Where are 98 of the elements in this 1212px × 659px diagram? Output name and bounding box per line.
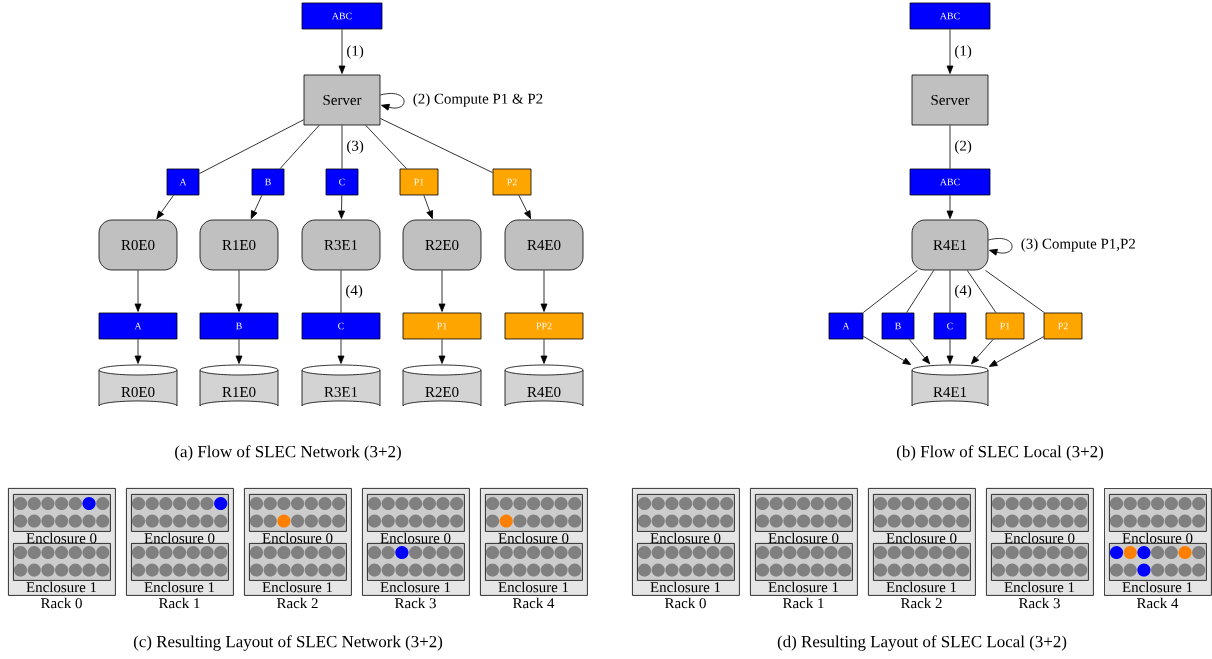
- data-block: C: [325, 168, 359, 196]
- rounded-box: R4E1: [911, 219, 989, 271]
- arrow: [380, 93, 405, 111]
- arrow: [540, 270, 548, 312]
- subfigure-caption: (b) Flow of SLEC Local (3+2): [896, 445, 1104, 461]
- data-block: A: [828, 312, 864, 340]
- data-block: A: [166, 168, 200, 196]
- arrow: [338, 195, 345, 219]
- arrow: [338, 29, 346, 74]
- server-box: Server: [303, 74, 381, 126]
- enclosure-label: Enclosure 1: [26, 581, 97, 593]
- enclosure-label: Enclosure 1: [262, 581, 333, 593]
- arrow: [540, 339, 548, 364]
- arrow: [971, 339, 994, 365]
- rack-label: Rack 0: [41, 597, 82, 609]
- data-block: P1: [402, 312, 482, 340]
- arrow: [423, 195, 433, 219]
- data-block: ABC: [909, 168, 991, 196]
- subfigure-caption: (a) Flow of SLEC Network (3+2): [175, 445, 401, 461]
- arrow: [988, 336, 1044, 367]
- enclosure-label: Enclosure 1: [144, 581, 215, 593]
- data-block: P2: [492, 168, 532, 196]
- data-block: C: [933, 312, 967, 340]
- rack-label: Rack 4: [513, 597, 555, 609]
- cylinder: R3E1: [301, 364, 381, 407]
- edge-label: (4): [344, 283, 364, 300]
- enclosure-label: Enclosure 1: [650, 581, 721, 593]
- enclosure-label: Enclosure 1: [380, 581, 451, 593]
- arrow: [156, 195, 174, 220]
- arrow: [134, 339, 142, 364]
- edge-label: (3): [345, 139, 365, 155]
- rack-label: Rack 1: [783, 597, 824, 609]
- edge-label: (3) Compute P1,P2: [1019, 237, 1137, 253]
- data-block: B: [251, 168, 285, 196]
- arrow: [946, 339, 954, 364]
- enclosure-label: Enclosure 0: [1004, 532, 1075, 544]
- data-block: B: [881, 312, 915, 340]
- edge-label: (1): [953, 44, 973, 60]
- arrow: [946, 29, 954, 74]
- arrow: [235, 270, 243, 312]
- enclosure-label: Enclosure 0: [144, 532, 215, 544]
- rack-label: Rack 0: [665, 597, 706, 609]
- arrow: [863, 335, 912, 365]
- subfigure-caption: (c) Resulting Layout of SLEC Network (3+2): [133, 635, 443, 651]
- edge-label: (1): [345, 44, 365, 60]
- cylinder: R4E0: [504, 364, 584, 407]
- rounded-box: R0E0: [98, 219, 178, 271]
- cylinder: R2E0: [402, 364, 482, 407]
- data-block: ABC: [301, 2, 383, 30]
- data-block: C: [301, 312, 381, 340]
- edge-label: (2) Compute P1 & P2: [411, 92, 545, 108]
- data-block: B: [199, 312, 279, 340]
- arrow: [438, 339, 446, 364]
- enclosure-label: Enclosure 1: [768, 581, 839, 593]
- arrow: [250, 195, 263, 219]
- edge-label: (2): [953, 139, 973, 155]
- rack-label: Rack 3: [395, 597, 436, 609]
- enclosure-label: Enclosure 0: [498, 532, 569, 544]
- rack-label: Rack 3: [1019, 597, 1060, 609]
- enclosure-label: Enclosure 1: [498, 581, 569, 593]
- arrow: [988, 238, 1013, 256]
- arrow: [438, 270, 446, 312]
- rack-label: Rack 2: [901, 597, 942, 609]
- enclosure-label: Enclosure 0: [380, 532, 451, 544]
- cylinder: R4E1: [911, 364, 989, 407]
- cylinder: R0E0: [98, 364, 178, 407]
- server-box: Server: [911, 74, 989, 126]
- cylinder: R1E0: [199, 364, 279, 407]
- data-block: A: [98, 312, 178, 340]
- enclosure-label: Enclosure 0: [768, 532, 839, 544]
- enclosure-label: Enclosure 1: [886, 581, 957, 593]
- data-block: ABC: [909, 2, 991, 30]
- rounded-box: R3E1: [301, 219, 381, 271]
- data-block: P1: [985, 312, 1025, 340]
- rounded-box: R2E0: [402, 219, 482, 271]
- rounded-box: R4E0: [504, 219, 584, 271]
- edge-label: (4): [953, 283, 973, 300]
- rack-label: Rack 4: [1137, 597, 1179, 609]
- enclosure-label: Enclosure 0: [1122, 532, 1193, 544]
- enclosure-label: Enclosure 1: [1004, 581, 1075, 593]
- enclosure-label: Enclosure 1: [1122, 581, 1193, 593]
- arrow: [908, 339, 931, 365]
- subfigure-caption: (d) Resulting Layout of SLEC Local (3+2): [777, 635, 1067, 651]
- arrow: [337, 339, 345, 364]
- data-block: P1: [399, 168, 439, 196]
- data-block: P2: [1043, 312, 1083, 340]
- enclosure-label: Enclosure 0: [262, 532, 333, 544]
- enclosure-label: Enclosure 0: [650, 532, 721, 544]
- arrow: [946, 195, 954, 219]
- rack-label: Rack 1: [159, 597, 200, 609]
- enclosure-label: Enclosure 0: [886, 532, 957, 544]
- rack-label: Rack 2: [277, 597, 318, 609]
- arrow: [235, 339, 243, 364]
- enclosure-label: Enclosure 0: [26, 532, 97, 544]
- data-block: PP2: [504, 312, 584, 340]
- arrow: [134, 270, 142, 312]
- arrow: [518, 195, 531, 219]
- rounded-box: R1E0: [199, 219, 279, 271]
